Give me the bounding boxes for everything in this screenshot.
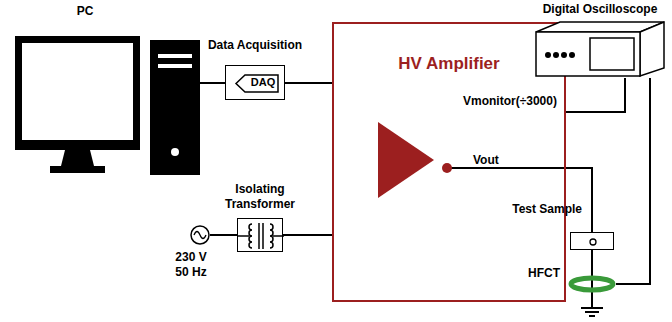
node-label: Test Sample	[500, 202, 582, 217]
node-outline	[570, 232, 614, 250]
node-label: DAQ	[243, 75, 283, 89]
ground-symbol	[581, 293, 603, 316]
computer-icon: PC	[10, 2, 205, 180]
node-label: Digital Oscilloscope	[532, 2, 668, 17]
wire	[591, 250, 593, 275]
transformer-box: Isolating Transformer	[205, 182, 315, 254]
ac-source: 230 V 50 Hz	[168, 222, 216, 280]
node-outline	[237, 218, 283, 252]
node-outline	[536, 22, 664, 78]
node-label: HV Amplifier	[332, 54, 566, 74]
wire	[210, 234, 237, 236]
wire	[283, 234, 332, 236]
oscilloscope-icon: Digital Oscilloscope	[532, 2, 668, 80]
node-outline	[190, 225, 210, 245]
test-sample: Test Sample	[500, 198, 616, 254]
node-label: HFCT	[528, 266, 566, 281]
node-label: Isolating Transformer	[215, 182, 305, 212]
node-outline	[568, 275, 616, 293]
node-outline	[150, 40, 200, 175]
wire	[616, 78, 650, 284]
signal-label: Vout	[472, 153, 500, 167]
hfct-sensor: HFCT	[528, 266, 620, 296]
wire	[566, 78, 625, 112]
wire	[566, 168, 592, 232]
node-label: Data Acquisition	[205, 38, 305, 53]
amplifier-box: HV Amplifier	[332, 22, 566, 302]
node-label: 230 V 50 Hz	[170, 250, 212, 280]
daq-box: Data AcquisitionDAQ	[205, 38, 305, 102]
wire	[200, 82, 225, 84]
wire	[285, 82, 332, 84]
node-label: PC	[30, 4, 140, 19]
signal-label: Vmonitor(÷3000)	[462, 94, 558, 108]
